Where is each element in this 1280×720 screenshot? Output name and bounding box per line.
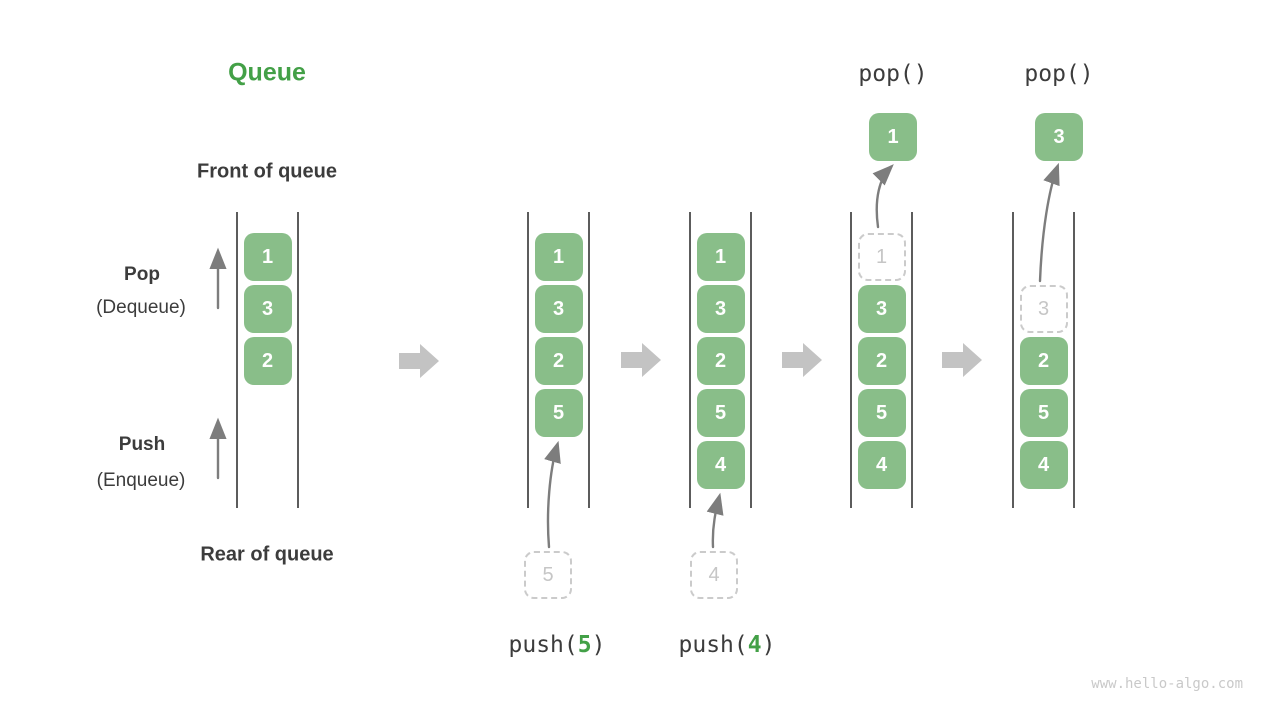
queue-cell: 1 [243,233,292,281]
queue-cell: 3 [534,285,583,333]
queue-rail [750,212,752,508]
queue-cell-dashed: 3 [1019,285,1068,333]
queue-rail [297,212,299,508]
operation-label: push(5) [508,632,606,658]
operation-label: pop() [1024,61,1094,87]
queue-rail [527,212,529,508]
queue-cell: 3 [857,285,906,333]
queue-cell: 4 [696,441,745,489]
queue-cell: 4 [1019,441,1068,489]
queue-cell: 2 [534,337,583,385]
operation-label: pop() [858,61,928,87]
queue-cell: 1 [534,233,583,281]
queue-rail [236,212,238,508]
queue-cell: 4 [857,441,906,489]
queue-cell: 3 [243,285,292,333]
queue-rail [588,212,590,508]
queue-cell: 2 [1019,337,1068,385]
incoming-cell: 5 [524,551,572,599]
popped-cell: 1 [869,113,917,161]
incoming-cell: 4 [690,551,738,599]
dequeue-alias-label: (Dequeue) [96,297,186,318]
rear-of-queue-label: Rear of queue [200,543,334,566]
queue-cell: 5 [696,389,745,437]
queue-cell: 3 [696,285,745,333]
diagram-title: Queue [228,58,306,87]
operation-label: push(4) [678,632,776,658]
pop-label: Pop [124,264,160,285]
queue-rail [911,212,913,508]
queue-rail [1012,212,1014,508]
queue-cell: 2 [243,337,292,385]
popped-cell: 3 [1035,113,1083,161]
queue-cell: 2 [857,337,906,385]
watermark: www.hello-algo.com [1091,676,1243,692]
operation-arg: 5 [577,632,592,658]
operation-arg: 4 [747,632,762,658]
enqueue-alias-label: (Enqueue) [96,470,186,491]
queue-cell: 1 [696,233,745,281]
front-of-queue-label: Front of queue [197,160,337,183]
queue-cell: 2 [696,337,745,385]
queue-rail [850,212,852,508]
queue-cell-dashed: 1 [857,233,906,281]
queue-cell: 5 [857,389,906,437]
queue-cell: 5 [1019,389,1068,437]
queue-rail [689,212,691,508]
queue-rail [1073,212,1075,508]
push-label: Push [118,434,166,455]
queue-cell: 5 [534,389,583,437]
